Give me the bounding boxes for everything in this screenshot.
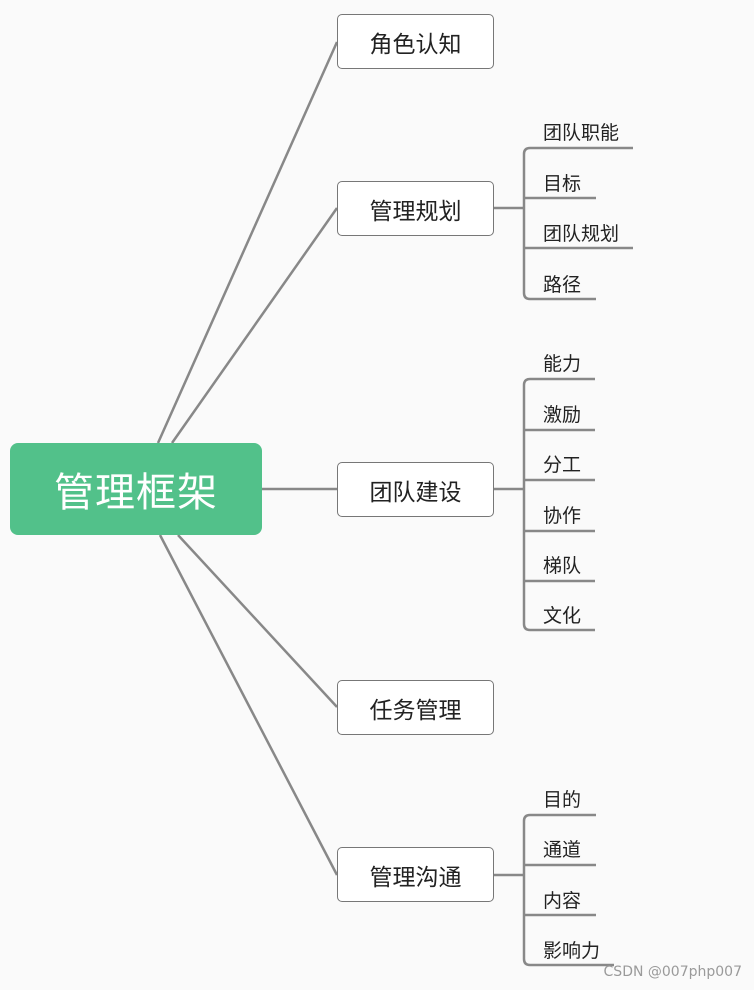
branch-node-management-planning[interactable]: 管理规划 [337,181,494,236]
branch-label: 任务管理 [369,697,462,724]
branch-node-task-management[interactable]: 任务管理 [337,680,494,735]
leaf-item[interactable]: 协作 [543,505,582,527]
leaf-item[interactable]: 影响力 [543,940,601,962]
leaf-item[interactable]: 团队规划 [543,223,620,245]
leaf-item[interactable]: 激励 [543,404,582,426]
leaf-item[interactable]: 路径 [543,274,582,296]
branch-node-team-building[interactable]: 团队建设 [337,462,494,517]
leaf-item[interactable]: 目的 [543,789,582,811]
connector-branch-4 [158,534,339,876]
leaf-item[interactable]: 能力 [543,353,582,375]
branch-node-role-awareness[interactable]: 角色认知 [337,14,494,69]
connector-branch-1 [170,207,339,444]
branch-node-management-communication[interactable]: 管理沟通 [337,847,494,902]
leaf-item[interactable]: 团队职能 [543,122,620,144]
connector-spine [522,813,531,967]
branch-label: 管理沟通 [369,864,462,891]
root-node[interactable]: 管理框架 [10,443,262,535]
connector-branch-0 [156,41,339,444]
branch-label: 管理规划 [369,198,462,225]
connector-branch-3 [177,534,338,708]
branch-label: 团队建设 [369,479,462,506]
branch-label: 角色认知 [369,31,462,58]
root-label: 管理框架 [54,470,218,516]
leaf-item[interactable]: 文化 [543,605,582,627]
connector-spine [522,377,531,632]
connector-spine [522,146,531,301]
leaf-item[interactable]: 内容 [543,890,582,912]
leaf-item[interactable]: 通道 [543,839,582,861]
watermark: CSDN @007php007 [603,964,742,980]
leaf-item[interactable]: 分工 [543,454,582,476]
leaf-item[interactable]: 目标 [543,173,582,195]
leaf-item[interactable]: 梯队 [543,555,582,577]
